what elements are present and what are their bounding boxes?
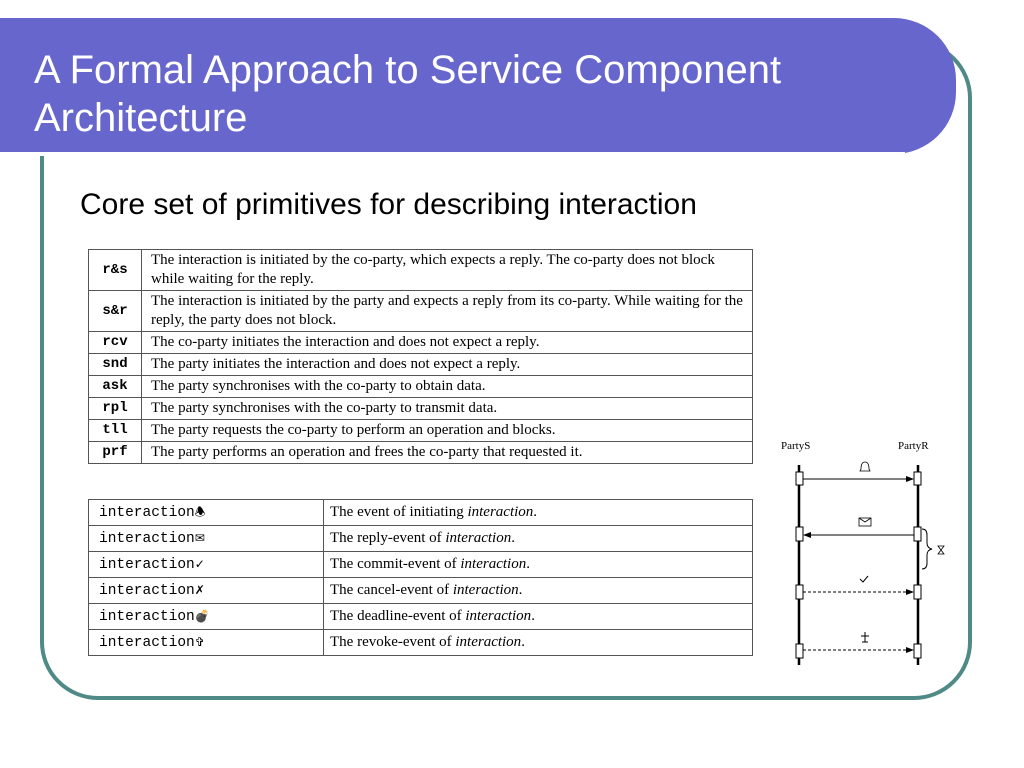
event-description: The commit-event of interaction. — [323, 551, 753, 578]
primitive-code: rpl — [88, 397, 142, 420]
primitive-code: tll — [88, 419, 142, 442]
activation-box — [913, 584, 922, 600]
primitive-description: The interaction is initiated by the co-p… — [141, 249, 753, 291]
event-name: interaction — [99, 556, 195, 573]
party-r-label: PartyR — [898, 440, 929, 452]
envelope-icon — [858, 517, 872, 527]
primitive-code: prf — [88, 441, 142, 464]
cross-revoke-icon: ✞ — [194, 634, 205, 649]
arrow-head — [906, 589, 914, 595]
primitive-description: The party initiates the interaction and … — [141, 353, 753, 376]
table-row: rpl The party synchronises with the co-p… — [88, 397, 753, 420]
event-name: interaction — [99, 634, 195, 651]
checkmark-icon: ✓ — [194, 556, 205, 571]
primitive-code: rcv — [88, 331, 142, 354]
slide-subtitle: Core set of primitives for describing in… — [80, 188, 697, 221]
activation-box — [795, 643, 804, 659]
table-row: interaction✞ The revoke-event of interac… — [88, 629, 753, 656]
event-name: interaction — [99, 504, 195, 521]
activation-box — [795, 584, 804, 600]
activation-box — [913, 526, 922, 542]
arrow-head — [803, 532, 811, 538]
title-underline — [0, 152, 905, 156]
activation-box — [913, 471, 922, 486]
bell-icon: 🕭 — [194, 504, 206, 519]
primitive-code: snd — [88, 353, 142, 376]
cross-icon: ✗ — [194, 582, 205, 597]
event-description: The reply-event of interaction. — [323, 525, 753, 552]
primitives-table: r&s The interaction is initiated by the … — [88, 249, 753, 464]
event-description: The cancel-event of interaction. — [323, 577, 753, 604]
arrow-head — [906, 476, 914, 482]
primitive-description: The party requests the co-party to perfo… — [141, 419, 753, 442]
table-row: interaction✉ The reply-event of interact… — [88, 525, 753, 552]
hourglass-icon — [937, 545, 945, 555]
envelope-icon: ✉ — [194, 530, 205, 545]
event-name-cell: interaction✞ — [88, 629, 324, 656]
bomb-icon: 💣 — [194, 608, 210, 623]
activation-box — [913, 643, 922, 659]
primitive-description: The party performs an operation and free… — [141, 441, 753, 464]
primitive-code: ask — [88, 375, 142, 398]
table-row: snd The party initiates the interaction … — [88, 353, 753, 376]
event-name-cell: interaction✗ — [88, 577, 324, 604]
primitive-description: The party synchronises with the co-party… — [141, 375, 753, 398]
table-row: interaction✗ The cancel-event of interac… — [88, 577, 753, 604]
party-s-label: PartyS — [781, 440, 811, 452]
table-row: ask The party synchronises with the co-p… — [88, 375, 753, 398]
table-row: tll The party requests the co-party to p… — [88, 419, 753, 442]
activation-box — [795, 526, 804, 542]
primitive-code: s&r — [88, 290, 142, 332]
bell-icon — [859, 461, 871, 472]
slide-title: A Formal Approach to Service Component A… — [34, 48, 782, 140]
events-table: interaction🕭 The event of initiating int… — [88, 499, 753, 656]
table-row: interaction✓ The commit-event of interac… — [88, 551, 753, 578]
event-name: interaction — [99, 582, 195, 599]
table-row: interaction🕭 The event of initiating int… — [88, 499, 753, 526]
event-name: interaction — [99, 608, 195, 625]
primitive-code: r&s — [88, 249, 142, 291]
event-name-cell: interaction🕭 — [88, 499, 324, 526]
event-name: interaction — [99, 530, 195, 547]
table-row: interaction💣 The deadline-event of inter… — [88, 603, 753, 630]
primitive-description: The party synchronises with the co-party… — [141, 397, 753, 420]
event-description: The revoke-event of interaction. — [323, 629, 753, 656]
event-description: The event of initiating interaction. — [323, 499, 753, 526]
event-name-cell: interaction✓ — [88, 551, 324, 578]
table-row: s&r The interaction is initiated by the … — [88, 290, 753, 332]
arrow-head — [906, 647, 914, 653]
primitive-description: The interaction is initiated by the part… — [141, 290, 753, 332]
sequence-diagram: PartyS PartyR — [770, 430, 950, 675]
event-name-cell: interaction💣 — [88, 603, 324, 630]
checkmark-icon — [859, 575, 869, 583]
sequence-diagram-graphic — [795, 461, 945, 665]
table-row: prf The party performs an operation and … — [88, 441, 753, 464]
cross-revoke-icon — [861, 632, 869, 643]
table-row: rcv The co-party initiates the interacti… — [88, 331, 753, 354]
brace — [921, 528, 933, 570]
activation-box — [795, 471, 804, 486]
title-bar: A Formal Approach to Service Component A… — [0, 18, 956, 156]
event-description: The deadline-event of interaction. — [323, 603, 753, 630]
primitive-description: The co-party initiates the interaction a… — [141, 331, 753, 354]
table-row: r&s The interaction is initiated by the … — [88, 249, 753, 291]
event-name-cell: interaction✉ — [88, 525, 324, 552]
